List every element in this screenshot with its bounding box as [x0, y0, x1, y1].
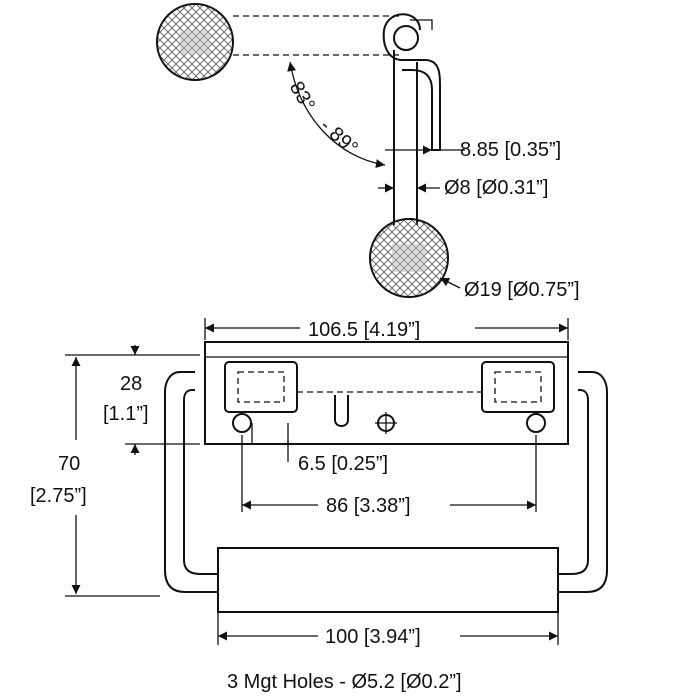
grip-tube	[217, 547, 559, 613]
pivot-pad-right	[481, 361, 555, 413]
hole-spacing-label: 86 [3.38”]	[326, 495, 411, 517]
mounting-plate	[204, 341, 569, 445]
plate-width-label: 106.5 [4.19”]	[308, 319, 420, 341]
mounting-hole-right	[526, 413, 546, 433]
angle-top-label: 83°	[285, 78, 319, 115]
center-slot	[334, 395, 349, 427]
grip-length-label: 100 [3.94”]	[325, 626, 421, 648]
total-height-mm-label: 70	[58, 453, 80, 475]
bail-left-inner	[183, 389, 218, 575]
pivot-pad-left	[224, 361, 298, 413]
hole-offset-label: 6.5 [0.25”]	[298, 453, 388, 475]
bail-right-inner	[558, 389, 589, 575]
angle-arc	[287, 61, 386, 169]
grip-diameter-label: Ø19 [Ø0.75”]	[464, 279, 580, 301]
pivot-pad-right-inner	[494, 371, 542, 403]
grip-extended-core	[392, 244, 426, 272]
mounting-hole-left	[232, 413, 252, 433]
bail-left-outer	[164, 371, 218, 593]
bail-right-outer	[558, 371, 608, 593]
angle-bottom-label: - 89°	[316, 115, 362, 160]
plate-height-in-label: [1.1”]	[103, 403, 149, 425]
pivot-circle	[393, 25, 419, 51]
bracket-hook	[382, 13, 441, 151]
offset-label: 8.85 [0.35”]	[460, 139, 561, 161]
pivot-pad-left-inner	[237, 371, 285, 403]
mounting-holes-note: 3 Mgt Holes - Ø5.2 [Ø0.2”]	[227, 671, 462, 693]
plate-height-mm-label: 28	[120, 373, 142, 395]
side-view: 83° - 89° 8.85 [0.35”] Ø8 [Ø0.31”] Ø19 […	[156, 3, 580, 301]
rod-diameter-label: Ø8 [Ø0.31”]	[444, 177, 549, 199]
leader-line	[439, 277, 461, 289]
total-height-in-label: [2.75”]	[30, 485, 87, 507]
front-view: 106.5 [4.19”] 28 [1.1”] 70 [2.75”] 6.5 […	[30, 318, 608, 693]
hook-tip	[410, 19, 433, 30]
grip-folded-core	[180, 30, 210, 54]
